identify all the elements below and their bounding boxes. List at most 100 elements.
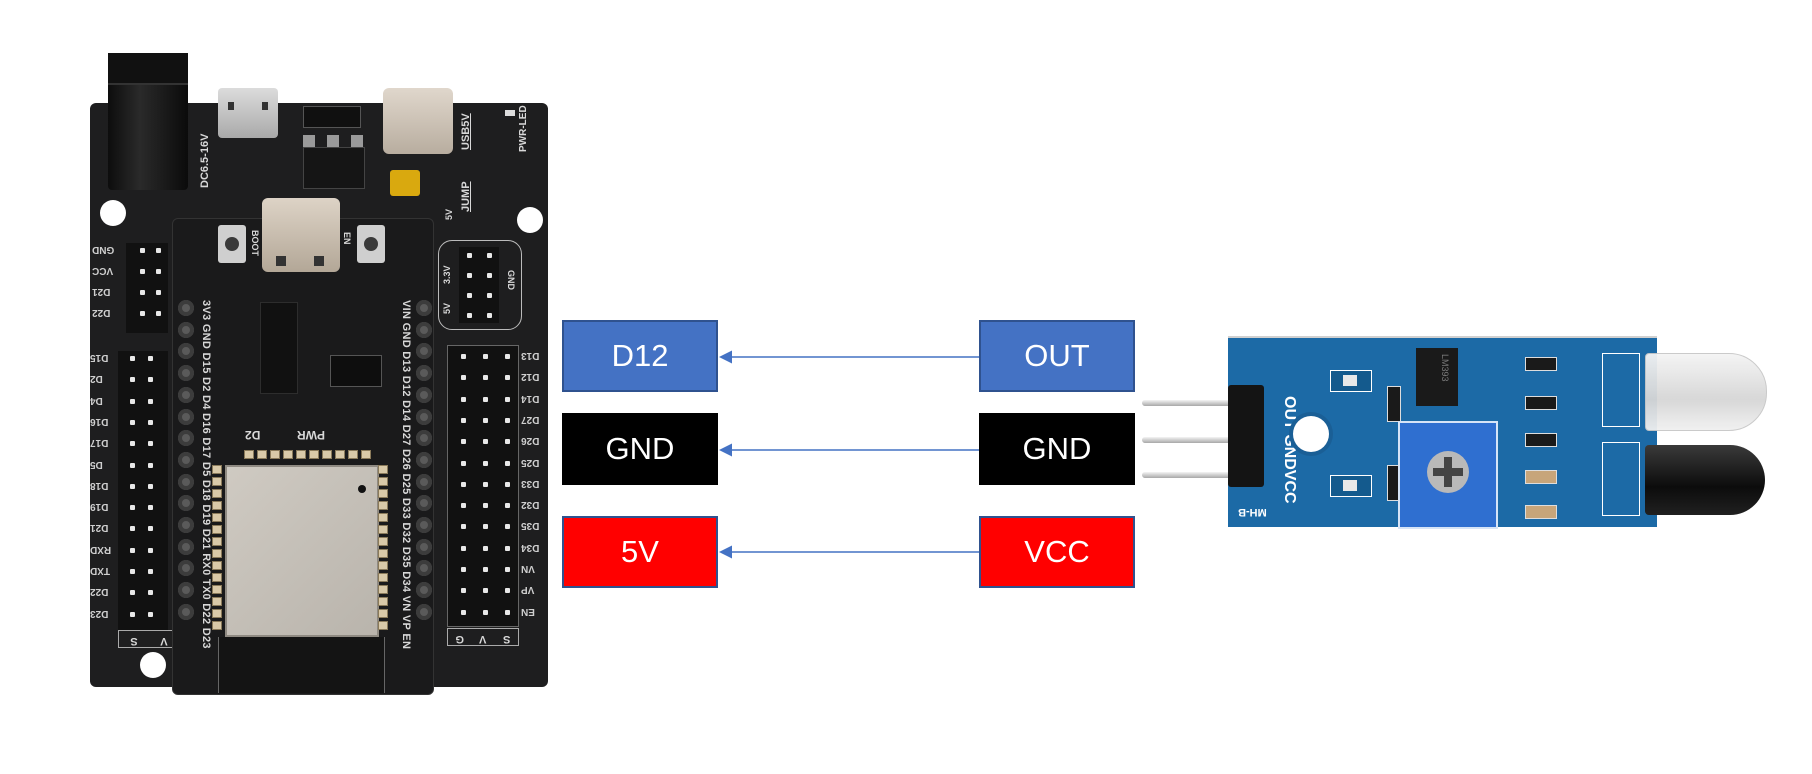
module-pad xyxy=(212,537,222,546)
module-pad xyxy=(212,573,222,582)
devkit-pin-hole xyxy=(178,538,194,555)
header-pin xyxy=(140,269,145,274)
devkit-pin-hole xyxy=(416,560,432,577)
module-castellations-left xyxy=(212,465,222,635)
header-pin xyxy=(483,460,488,466)
devkit-right-pins: VIN GND D13 D12 D14 D27 D26 D25 D33 D32 … xyxy=(398,300,438,649)
sensor-pin-gnd: GND xyxy=(979,413,1135,485)
receiver-pads xyxy=(1602,442,1640,516)
module-pad xyxy=(212,621,222,630)
header-pin xyxy=(505,588,510,594)
ir-receiver-led xyxy=(1645,445,1765,515)
capacitor-1 xyxy=(1525,470,1557,484)
capacitor-2 xyxy=(1525,505,1557,519)
header-pin xyxy=(148,569,153,574)
devkit-pin-hole xyxy=(416,473,432,490)
header-pin xyxy=(461,460,466,466)
sensor-header-pin-gnd xyxy=(1142,437,1242,443)
header-pin xyxy=(148,377,153,383)
header-pin xyxy=(483,588,488,594)
usb-uart-chip xyxy=(260,302,298,394)
devkit-pin-hole xyxy=(178,321,194,338)
lm393-chip: LM393 xyxy=(1416,348,1458,406)
header-pin xyxy=(130,398,135,404)
voltage-regulator xyxy=(303,147,365,189)
devkit-pin-hole xyxy=(416,495,432,512)
regulator-pad xyxy=(303,135,315,147)
header-pin xyxy=(148,505,153,511)
header-pin xyxy=(140,248,145,253)
arrow-head xyxy=(719,350,732,364)
devkit-pin-hole xyxy=(416,603,432,620)
board-mount-hole xyxy=(100,200,126,226)
module-pad xyxy=(378,525,388,534)
pwr-led xyxy=(505,110,515,116)
resistor-103-a xyxy=(1525,396,1557,410)
header-pin xyxy=(483,439,488,445)
header-pin xyxy=(156,290,161,295)
regulator-top xyxy=(303,106,361,128)
output-indicator-led xyxy=(1330,475,1372,497)
header-pin xyxy=(148,483,153,489)
sensitivity-potentiometer[interactable] xyxy=(1398,421,1498,529)
header-pin xyxy=(130,419,135,425)
controller-pin-gnd: GND xyxy=(562,413,718,485)
board-mount-hole xyxy=(517,207,543,233)
devkit-usb-c-port xyxy=(262,198,340,272)
devkit-pin-hole xyxy=(416,517,432,533)
module-pad xyxy=(212,597,222,606)
controller-pin-5v: 5V xyxy=(562,516,718,588)
header-pin xyxy=(461,375,466,381)
module-pad xyxy=(244,450,254,459)
header-pin xyxy=(461,524,466,530)
devkit-pin-hole xyxy=(178,430,194,447)
header-pin xyxy=(505,503,510,509)
devkit-pin-hole xyxy=(178,365,194,382)
header-pin xyxy=(483,503,488,509)
power-jumper xyxy=(390,170,420,196)
devkit-pin-hole xyxy=(416,582,432,599)
header-pin xyxy=(505,439,510,445)
module-pad xyxy=(212,585,222,594)
header-pin xyxy=(483,417,488,423)
module-pad xyxy=(212,513,222,522)
header-pin xyxy=(130,547,135,553)
sensor-pin-vcc: VCC xyxy=(979,516,1135,588)
module-pad xyxy=(212,525,222,534)
header-pin xyxy=(461,396,466,402)
sensor-model-label: MH-B xyxy=(1238,506,1267,518)
devkit-pin-hole xyxy=(416,451,432,468)
power-indicator-led xyxy=(1330,370,1372,392)
devkit-pin-hole xyxy=(416,321,432,338)
devkit-pin-hole xyxy=(178,408,194,425)
header-pin xyxy=(505,481,510,487)
header-pin xyxy=(505,545,510,551)
header-pin xyxy=(483,609,488,615)
module-pad xyxy=(378,489,388,498)
module-pad xyxy=(378,561,388,570)
header-pin xyxy=(461,354,466,359)
header-pin xyxy=(483,396,488,402)
boot-button[interactable] xyxy=(218,225,246,263)
header-pin xyxy=(461,439,466,445)
devkit-pin-hole xyxy=(416,386,432,403)
devkit-pin-hole xyxy=(178,300,194,316)
header-pin xyxy=(461,503,466,509)
header-pin xyxy=(461,567,466,572)
module-pad xyxy=(212,609,222,618)
header-pin xyxy=(461,588,466,594)
header-pin xyxy=(148,611,153,617)
devkit-pin-hole xyxy=(178,582,194,599)
module-pad xyxy=(378,465,388,474)
dc-barrel-jack xyxy=(108,53,188,190)
left-i2c-header xyxy=(126,243,168,333)
en-button[interactable] xyxy=(357,225,385,263)
header-pin xyxy=(483,481,488,487)
header-pin xyxy=(483,524,488,530)
controller-pin-d12: D12 xyxy=(562,320,718,392)
antenna-area xyxy=(218,637,385,693)
header-pin xyxy=(130,483,135,489)
resistor-101 xyxy=(1525,357,1557,371)
header-pin xyxy=(156,269,161,274)
module-pad xyxy=(212,501,222,510)
